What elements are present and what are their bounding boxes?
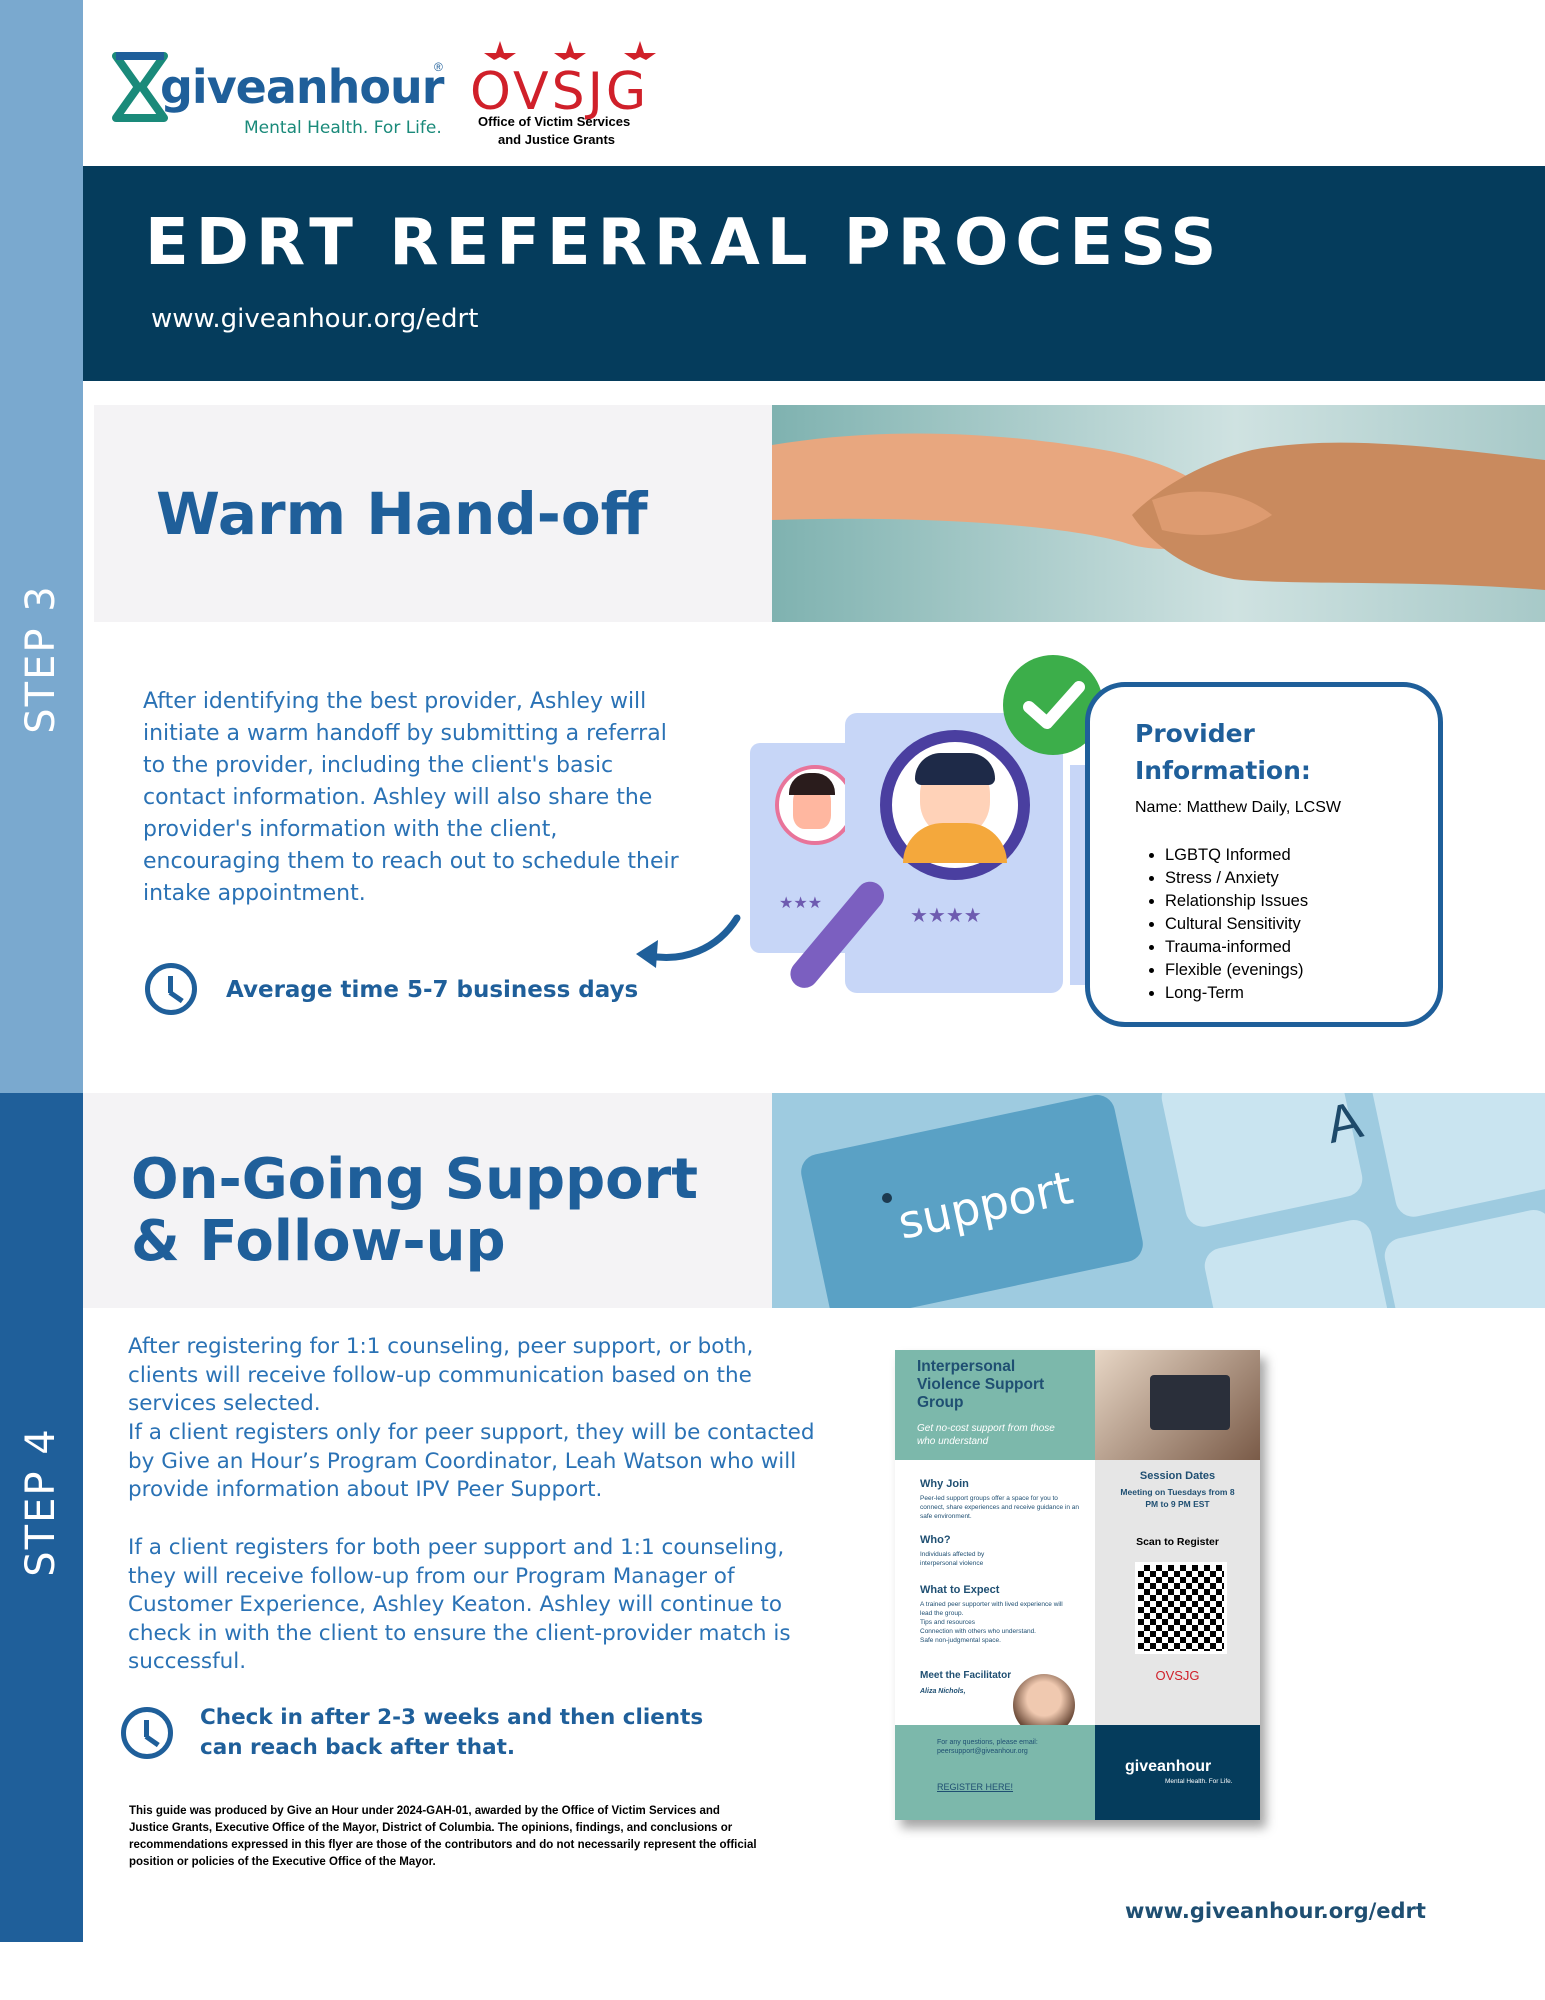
step3-time-note: Average time 5-7 business days bbox=[226, 977, 639, 1003]
provider-specialties: LGBTQ Informed Stress / Anxiety Relation… bbox=[1135, 844, 1308, 1005]
ovsjg-line2: and Justice Grants bbox=[498, 132, 616, 147]
step4-title-line1: On-Going Support bbox=[131, 1147, 699, 1212]
flyer-ovsjg: OVSJG bbox=[1155, 1668, 1200, 1683]
list-item: A trained peer supporter with lived expe… bbox=[920, 1601, 1063, 1617]
header-banner: EDRT REFERRAL PROCESS www.giveanhour.org… bbox=[83, 166, 1545, 381]
flyer-why-join-text: Peer-led support groups offer a space fo… bbox=[920, 1495, 1079, 1520]
ovsjg-wordmark: OVSJG bbox=[470, 62, 650, 122]
list-item: Tips and resources bbox=[920, 1619, 976, 1626]
step3-title: Warm Hand-off bbox=[156, 480, 648, 548]
flyer-register-link[interactable]: REGISTER HERE! bbox=[937, 1782, 1014, 1792]
list-item: Safe non-judgmental space. bbox=[920, 1637, 1001, 1644]
flyer-facilitator-name: Aliza Nichols, bbox=[920, 1688, 966, 1695]
hourglass-icon bbox=[112, 52, 168, 122]
list-item: Cultural Sensitivity bbox=[1165, 913, 1308, 936]
step4-title-line2: & Follow-up bbox=[131, 1209, 506, 1274]
giveanhour-logo: giveanhour ® Mental Health. For Life. bbox=[112, 52, 452, 142]
provider-search-illustration: ★★★ ★★★★ bbox=[745, 655, 1103, 1055]
step4-para3: If a client registers for both peer supp… bbox=[128, 1535, 791, 1674]
step4-para1: After registering for 1:1 counseling, pe… bbox=[128, 1334, 754, 1416]
clock-icon bbox=[145, 963, 197, 1015]
flyer-session-text: Meeting on Tuesdays from 8 PM to 9 PM ES… bbox=[1120, 1487, 1235, 1509]
provider-name: Name: Matthew Daily, LCSW bbox=[1135, 799, 1341, 816]
flyer-gah-tag: Mental Health. For Life. bbox=[1165, 1778, 1233, 1785]
header-url[interactable]: www.giveanhour.org/edrt bbox=[151, 304, 479, 334]
video-call-image bbox=[1095, 1350, 1260, 1460]
curved-arrow-icon bbox=[636, 914, 741, 968]
provider-info-card: Provider Information: Name: Matthew Dail… bbox=[1085, 682, 1443, 1027]
clock-icon bbox=[121, 1707, 173, 1759]
flyer-expect: What to Expect bbox=[920, 1584, 1000, 1596]
list-item: Long-Term bbox=[1165, 982, 1308, 1005]
handshake-image bbox=[772, 405, 1545, 622]
step4-sidebar: STEP 4 bbox=[0, 1093, 83, 1942]
giveanhour-wordmark: giveanhour bbox=[160, 60, 444, 114]
list-item: LGBTQ Informed bbox=[1165, 844, 1308, 867]
flyer-facilitator: Meet the Facilitator bbox=[920, 1670, 1012, 1681]
step3-label: STEP 3 bbox=[18, 584, 64, 734]
ovsjg-logo: OVSJG Office of Victim Services and Just… bbox=[470, 40, 670, 150]
list-item: Flexible (evenings) bbox=[1165, 959, 1308, 982]
stars-icon bbox=[484, 41, 656, 62]
list-item: Connection with others who understand. bbox=[920, 1628, 1036, 1635]
giveanhour-tagline: Mental Health. For Life. bbox=[244, 118, 442, 138]
flyer-subtitle: Get no-cost support from those who under… bbox=[917, 1423, 1055, 1447]
step4-check-note-line2: can reach back after that. bbox=[200, 1735, 516, 1760]
flyer-expect-list: A trained peer supporter with lived expe… bbox=[920, 1600, 1070, 1645]
flyer-who-text: Individuals affected by interpersonal vi… bbox=[920, 1551, 985, 1567]
funding-disclaimer: This guide was produced by Give an Hour … bbox=[129, 1805, 757, 1868]
flyer-who: Who? bbox=[920, 1534, 951, 1546]
step3-title-panel: Warm Hand-off bbox=[94, 405, 772, 622]
flyer-gah: giveanhour bbox=[1125, 1758, 1212, 1775]
checkmark-icon bbox=[1003, 655, 1103, 755]
flyer-scan: Scan to Register bbox=[1136, 1536, 1219, 1548]
step3-body: After identifying the best provider, Ash… bbox=[143, 689, 679, 906]
list-item: Stress / Anxiety bbox=[1165, 867, 1308, 890]
registered-mark: ® bbox=[434, 60, 443, 74]
step4-para2: If a client registers only for peer supp… bbox=[128, 1420, 815, 1502]
flyer-session-dates: Session Dates bbox=[1139, 1470, 1216, 1482]
list-item: Relationship Issues bbox=[1165, 890, 1308, 913]
step4-label: STEP 4 bbox=[18, 1427, 64, 1577]
support-group-flyer: Interpersonal Violence Support Group Get… bbox=[895, 1350, 1260, 1820]
flyer-questions: For any questions, please email: peersup… bbox=[937, 1739, 1038, 1755]
provider-heading: Provider Information: bbox=[1135, 719, 1311, 785]
ovsjg-line1: Office of Victim Services bbox=[478, 114, 631, 129]
handshake-illustration bbox=[772, 433, 1545, 590]
step4-check-note-line1: Check in after 2-3 weeks and then client… bbox=[200, 1705, 704, 1730]
step4-title-panel: On-Going Support & Follow-up bbox=[83, 1093, 772, 1308]
qr-code bbox=[1135, 1562, 1227, 1654]
footer-url[interactable]: www.giveanhour.org/edrt bbox=[1125, 1899, 1426, 1923]
page-title: EDRT REFERRAL PROCESS bbox=[145, 206, 1224, 280]
flyer-why-join: Why Join bbox=[920, 1478, 969, 1490]
step3-sidebar: STEP 3 bbox=[0, 0, 83, 1093]
list-item: Trauma-informed bbox=[1165, 936, 1308, 959]
keyboard-image: support A bbox=[772, 1093, 1545, 1308]
flyer-title: Interpersonal Violence Support Group bbox=[917, 1358, 1045, 1411]
